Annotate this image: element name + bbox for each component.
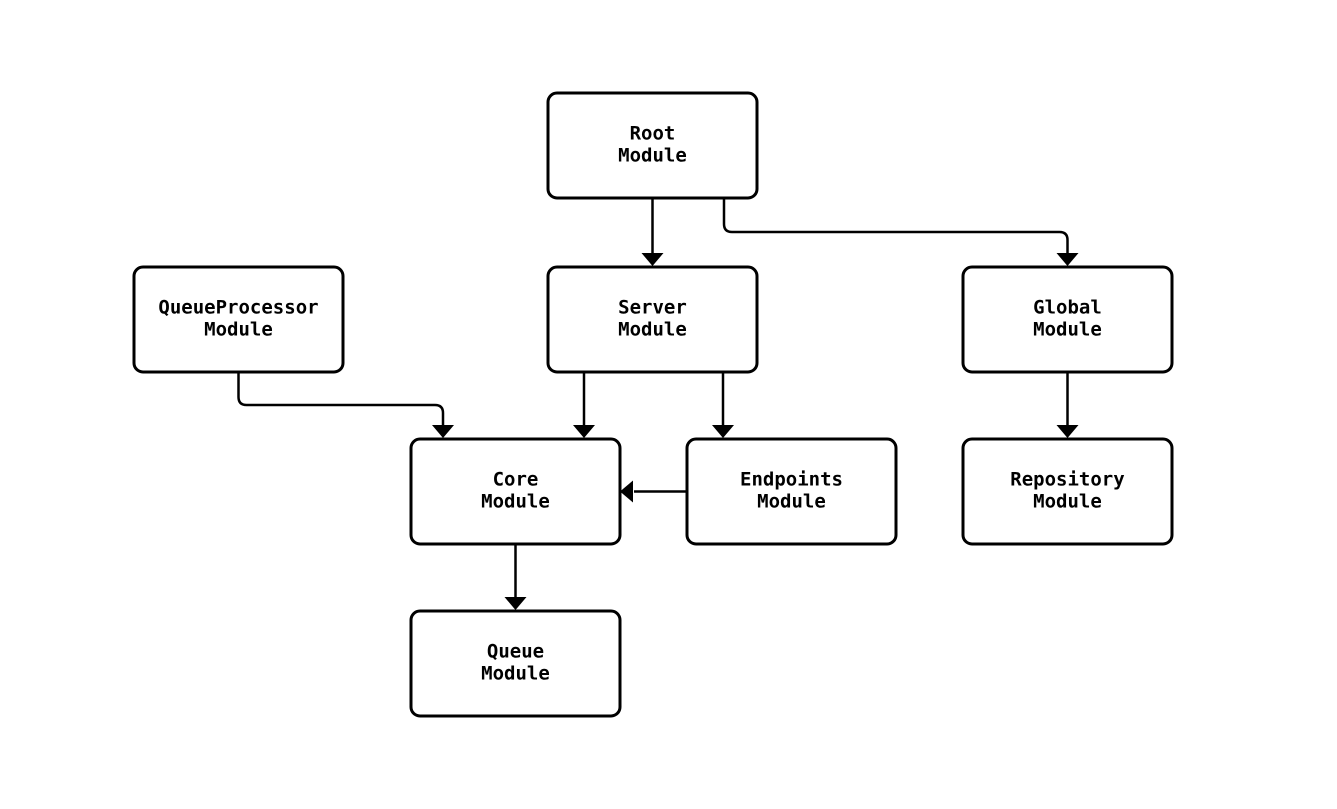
node-global-module: Global Module bbox=[961, 265, 1174, 374]
node-queue-module-label-line2: Module bbox=[481, 663, 550, 685]
node-endpoints-module: Endpoints Module bbox=[685, 437, 898, 546]
node-server-module: Server Module bbox=[546, 265, 759, 374]
node-repository-module-label-line2: Module bbox=[1033, 491, 1102, 513]
node-global-module-label-line1: Global bbox=[1033, 297, 1102, 319]
node-global-module-label-line2: Module bbox=[1033, 319, 1102, 341]
arrowhead-queueprocessor-to-core bbox=[432, 425, 454, 438]
arrowhead-server-to-core bbox=[573, 425, 595, 438]
node-global-module-box bbox=[961, 265, 1174, 374]
node-core-module: Core Module bbox=[409, 437, 622, 546]
node-core-module-box bbox=[409, 437, 622, 546]
node-queue-module-box bbox=[409, 609, 622, 718]
node-core-module-label-line2: Module bbox=[481, 491, 550, 513]
arrowhead-root-to-global bbox=[1056, 253, 1079, 266]
node-endpoints-module-box bbox=[685, 437, 898, 546]
node-root-module-label-line1: Root bbox=[630, 123, 676, 145]
node-endpoints-module-label-line1: Endpoints bbox=[740, 469, 843, 491]
arrowhead-server-to-endpoints bbox=[712, 425, 734, 438]
node-queueprocessor-module-label-line1: QueueProcessor bbox=[158, 297, 318, 319]
node-queueprocessor-module: QueueProcessor Module bbox=[132, 265, 345, 374]
node-core-module-label-line1: Core bbox=[493, 469, 539, 491]
node-repository-module-label-line1: Repository bbox=[1010, 469, 1124, 491]
node-server-module-box bbox=[546, 265, 759, 374]
node-repository-module-box bbox=[961, 437, 1174, 546]
node-server-module-label-line1: Server bbox=[618, 297, 687, 319]
edge-root-to-global bbox=[722, 198, 1069, 254]
node-queue-module-label-line1: Queue bbox=[487, 641, 544, 663]
node-endpoints-module-label-line2: Module bbox=[757, 491, 826, 513]
node-root-module-box bbox=[546, 91, 759, 200]
node-queueprocessor-module-box bbox=[132, 265, 345, 374]
arrowhead-global-to-repository bbox=[1056, 425, 1079, 438]
node-repository-module: Repository Module bbox=[961, 437, 1174, 546]
arrowhead-root-to-server bbox=[641, 253, 664, 266]
edges bbox=[237, 198, 1079, 610]
node-root-module: Root Module bbox=[546, 91, 759, 200]
node-root-module-label-line2: Module bbox=[618, 145, 687, 167]
edge-queueprocessor-to-core bbox=[237, 372, 445, 426]
node-queueprocessor-module-label-line2: Module bbox=[204, 319, 273, 341]
node-queue-module: Queue Module bbox=[409, 609, 622, 718]
arrowhead-endpoints-to-core bbox=[620, 480, 633, 503]
arrowhead-core-to-queue bbox=[504, 597, 527, 610]
node-server-module-label-line2: Module bbox=[618, 319, 687, 341]
